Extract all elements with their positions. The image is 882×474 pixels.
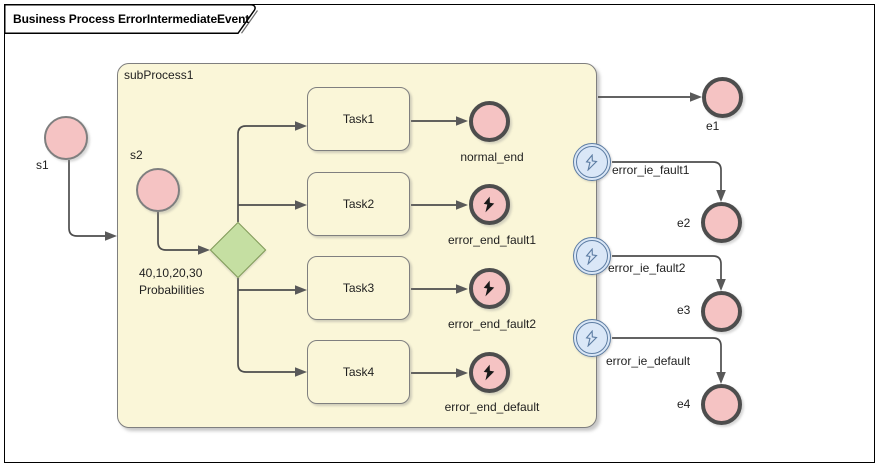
- boundary-event-error-ie-fault1[interactable]: [573, 143, 611, 181]
- end-event-normal-end-label: normal_end: [460, 150, 524, 164]
- end-event-error-end-fault2[interactable]: [469, 268, 510, 309]
- diagram-title: Business Process ErrorIntermediateEvent: [13, 12, 250, 26]
- error-bolt-outline-icon: [585, 153, 598, 171]
- end-event-error-end-default[interactable]: [469, 352, 510, 393]
- task-2-label: Task2: [342, 197, 375, 211]
- end-event-e2-label: e2: [677, 216, 691, 230]
- task-2[interactable]: Task2: [307, 172, 410, 236]
- task-3-label: Task3: [342, 281, 375, 295]
- boundary-event-error-ie-fault2[interactable]: [573, 237, 611, 275]
- boundary-event-error-ie-fault2-label: error_ie_fault2: [608, 261, 686, 275]
- subprocess-label: subProcess1: [124, 68, 194, 82]
- end-event-error-end-default-label: error_end_default: [444, 400, 540, 414]
- gateway-annotation-line2: Probabilities: [139, 283, 205, 297]
- error-bolt-outline-icon: [585, 247, 598, 265]
- end-event-e1-label: e1: [706, 119, 720, 133]
- task-3[interactable]: Task3: [307, 256, 410, 320]
- task-1-label: Task1: [342, 112, 375, 126]
- start-event-s1-label: s1: [36, 158, 49, 172]
- end-event-error-end-fault2-label: error_end_fault2: [447, 317, 537, 331]
- error-bolt-icon: [483, 196, 495, 213]
- end-event-e1[interactable]: [702, 77, 743, 118]
- start-event-s2-label: s2: [130, 148, 143, 162]
- boundary-event-error-ie-default[interactable]: [573, 319, 611, 357]
- error-bolt-outline-icon: [585, 329, 598, 347]
- start-event-s1[interactable]: [44, 116, 88, 160]
- error-bolt-icon: [483, 364, 495, 381]
- error-bolt-icon: [483, 280, 495, 297]
- end-event-error-end-fault1[interactable]: [469, 184, 510, 225]
- end-event-e3[interactable]: [701, 291, 742, 332]
- end-event-e4[interactable]: [701, 384, 742, 425]
- diagram-title-tab: [4, 4, 258, 34]
- gateway-annotation-line1: 40,10,20,30: [139, 266, 203, 280]
- end-event-error-end-fault1-label: error_end_fault1: [447, 233, 537, 247]
- start-event-s2[interactable]: [136, 168, 180, 212]
- boundary-event-error-ie-default-label: error_ie_default: [606, 354, 691, 368]
- task-1[interactable]: Task1: [307, 87, 410, 151]
- boundary-event-error-ie-fault1-label: error_ie_fault1: [612, 163, 690, 177]
- end-event-e2[interactable]: [701, 202, 742, 243]
- end-event-e3-label: e3: [677, 303, 691, 317]
- end-event-normal-end[interactable]: [469, 101, 510, 142]
- gateway-annotation: 40,10,20,30 Probabilities: [139, 265, 204, 299]
- task-4[interactable]: Task4: [307, 340, 410, 404]
- end-event-e4-label: e4: [677, 397, 691, 411]
- task-4-label: Task4: [342, 365, 375, 379]
